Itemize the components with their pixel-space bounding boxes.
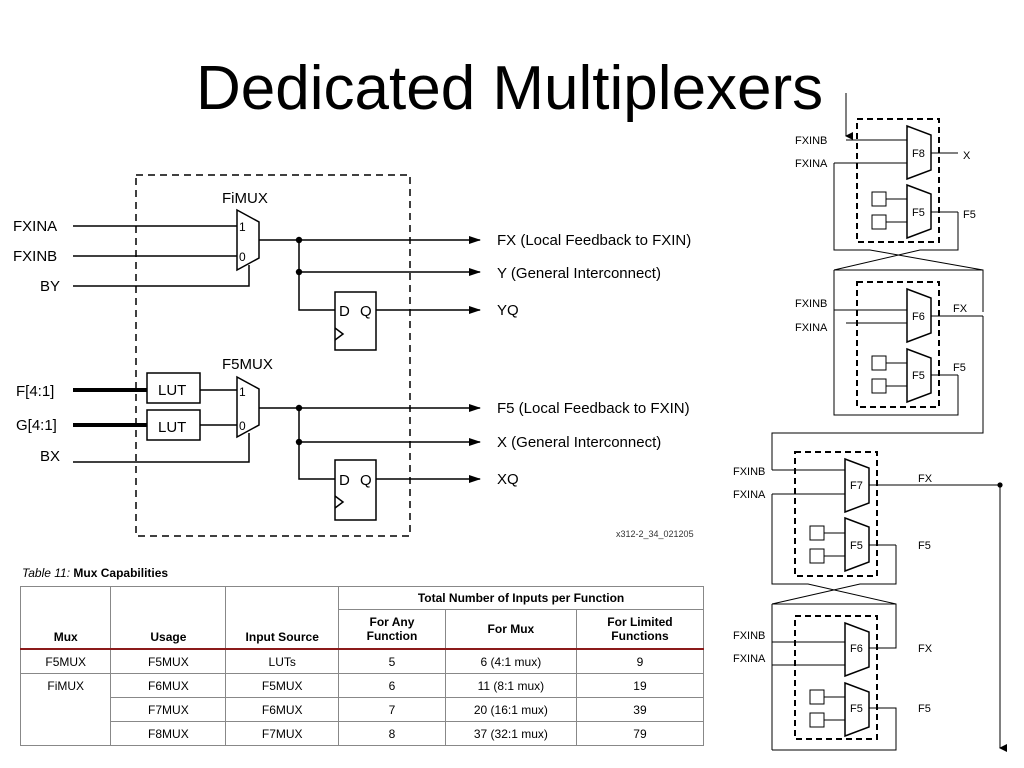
output-yq: YQ bbox=[497, 302, 519, 319]
right-in-fxinb-3: FXINB bbox=[733, 466, 765, 478]
ff-xq-d: D bbox=[339, 472, 350, 489]
input-f41: F[4:1] bbox=[16, 383, 54, 400]
input-fxina: FXINA bbox=[13, 218, 57, 235]
cell-source: LUTs bbox=[225, 648, 340, 674]
fimux-pin-1: 1 bbox=[239, 220, 246, 234]
right-out-fx-2: FX bbox=[953, 303, 968, 315]
cell-any: 8 bbox=[338, 721, 446, 746]
fimux-label: FiMUX bbox=[222, 190, 268, 207]
table-row: F5MUX F5MUX LUTs 5 6 (4:1 mux) 9 bbox=[19, 648, 705, 674]
mux-name-f5-a: F5 bbox=[912, 207, 925, 219]
cell-usage: F6MUX bbox=[110, 673, 227, 698]
f5mux-pin-0: 0 bbox=[239, 419, 246, 433]
mux-name-f5-c: F5 bbox=[850, 540, 863, 552]
right-in-fxinb-4: FXINB bbox=[733, 630, 765, 642]
page-title: Dedicated Multiplexers bbox=[196, 54, 824, 123]
cell-any: 5 bbox=[338, 648, 446, 674]
right-in-fxinb-1: FXINB bbox=[795, 135, 827, 147]
cell-source: F5MUX bbox=[225, 673, 340, 698]
right-in-fxina-1: FXINA bbox=[795, 158, 828, 170]
table-caption: Table 11: Mux Capabilities bbox=[22, 566, 704, 580]
mux-name-f8: F8 bbox=[912, 148, 925, 160]
header-input-source: Input Source bbox=[225, 586, 340, 650]
lut-g-label: LUT bbox=[158, 419, 186, 436]
fimux-f5mux-diagram: FXINA FXINB BY F[4:1] G[4:1] BX FiMUX F5… bbox=[13, 174, 694, 539]
cell-source: F6MUX bbox=[225, 697, 340, 722]
output-f5: F5 (Local Feedback to FXIN) bbox=[497, 400, 690, 417]
figure-id: x312-2_34_021205 bbox=[616, 529, 694, 539]
right-in-fxina-2: FXINA bbox=[795, 322, 828, 334]
right-out-f5-1: F5 bbox=[963, 209, 976, 221]
f5mux-symbol bbox=[236, 375, 260, 439]
cell-mux bbox=[19, 697, 112, 722]
table-caption-title: Mux Capabilities bbox=[73, 566, 169, 580]
cell-any: 7 bbox=[338, 697, 446, 722]
table-row: FiMUX F6MUX F5MUX 6 11 (8:1 mux) 19 bbox=[19, 673, 705, 698]
output-xq: XQ bbox=[497, 471, 519, 488]
table-caption-prefix: Table 11: bbox=[22, 566, 71, 580]
mux-capabilities-table-block: Table 11: Mux Capabilities Mux Usage Inp… bbox=[19, 566, 705, 746]
cell-mux: F5MUX bbox=[19, 648, 112, 674]
xq-flipflop bbox=[334, 459, 377, 521]
header-for-mux: For Mux bbox=[444, 609, 577, 650]
cell-limited: 19 bbox=[575, 673, 705, 698]
right-out-x: X bbox=[963, 150, 971, 162]
header-limited-functions: For Limited Functions bbox=[575, 609, 705, 650]
table-row: F8MUX F7MUX 8 37 (32:1 mux) 79 bbox=[19, 721, 705, 746]
cell-formux: 6 (4:1 mux) bbox=[444, 648, 577, 674]
fimux-symbol bbox=[236, 208, 260, 272]
right-out-f5-4: F5 bbox=[918, 703, 931, 715]
cell-formux: 20 (16:1 mux) bbox=[444, 697, 577, 722]
right-in-fxinb-2: FXINB bbox=[795, 298, 827, 310]
right-in-fxina-3: FXINA bbox=[733, 489, 766, 501]
cell-formux: 37 (32:1 mux) bbox=[444, 721, 577, 746]
cell-source: F7MUX bbox=[225, 721, 340, 746]
mux-name-f5-d: F5 bbox=[850, 703, 863, 715]
output-fx: FX (Local Feedback to FXIN) bbox=[497, 232, 691, 249]
right-out-f5-2: F5 bbox=[953, 362, 966, 374]
header-total-inputs: Total Number of Inputs per Function bbox=[338, 586, 704, 610]
cell-mux: FiMUX bbox=[19, 673, 112, 698]
input-bx: BX bbox=[40, 448, 60, 465]
mux-name-f6-b: F6 bbox=[850, 643, 863, 655]
lut-f bbox=[146, 372, 201, 404]
header-any-function: For Any Function bbox=[338, 609, 446, 650]
cell-limited: 79 bbox=[575, 721, 705, 746]
cell-any: 6 bbox=[338, 673, 446, 698]
input-g41: G[4:1] bbox=[16, 417, 57, 434]
cell-mux bbox=[19, 721, 112, 746]
cell-usage: F8MUX bbox=[110, 721, 227, 746]
yq-flipflop bbox=[334, 291, 377, 351]
right-out-fx-3: FX bbox=[918, 473, 933, 485]
mux-capabilities-table: Mux Usage Input Source Total Number of I… bbox=[19, 586, 705, 746]
lut-f-label: LUT bbox=[158, 382, 186, 399]
f8-mux bbox=[906, 124, 932, 181]
fimux-pin-0: 0 bbox=[239, 250, 246, 264]
slice-boundary bbox=[135, 174, 411, 537]
mux-name-f6-a: F6 bbox=[912, 311, 925, 323]
right-out-f5-3: F5 bbox=[918, 540, 931, 552]
header-usage: Usage bbox=[110, 586, 227, 650]
cell-formux: 11 (8:1 mux) bbox=[444, 673, 577, 698]
mux-name-f7: F7 bbox=[850, 480, 863, 492]
f5mux-label: F5MUX bbox=[222, 356, 273, 373]
right-in-fxina-4: FXINA bbox=[733, 653, 766, 665]
cell-limited: 39 bbox=[575, 697, 705, 722]
input-by: BY bbox=[40, 278, 60, 295]
mux-name-f5-b: F5 bbox=[912, 370, 925, 382]
cell-limited: 9 bbox=[575, 648, 705, 674]
cell-usage: F5MUX bbox=[110, 648, 227, 674]
table-row: F7MUX F6MUX 7 20 (16:1 mux) 39 bbox=[19, 697, 705, 722]
cell-usage: F7MUX bbox=[110, 697, 227, 722]
f5mux-pin-1: 1 bbox=[239, 385, 246, 399]
output-y: Y (General Interconnect) bbox=[497, 265, 661, 282]
input-fxinb: FXINB bbox=[13, 248, 57, 265]
ff-xq-q: Q bbox=[360, 472, 372, 489]
header-mux: Mux bbox=[19, 586, 112, 650]
ff-yq-q: Q bbox=[360, 303, 372, 320]
ff-yq-d: D bbox=[339, 303, 350, 320]
mux-cascade-diagram: F8 F5 F6 F5 F7 F5 F6 F5 FXINB FXINA FXIN… bbox=[733, 93, 1007, 752]
output-x: X (General Interconnect) bbox=[497, 434, 661, 451]
right-out-fx-4: FX bbox=[918, 643, 933, 655]
